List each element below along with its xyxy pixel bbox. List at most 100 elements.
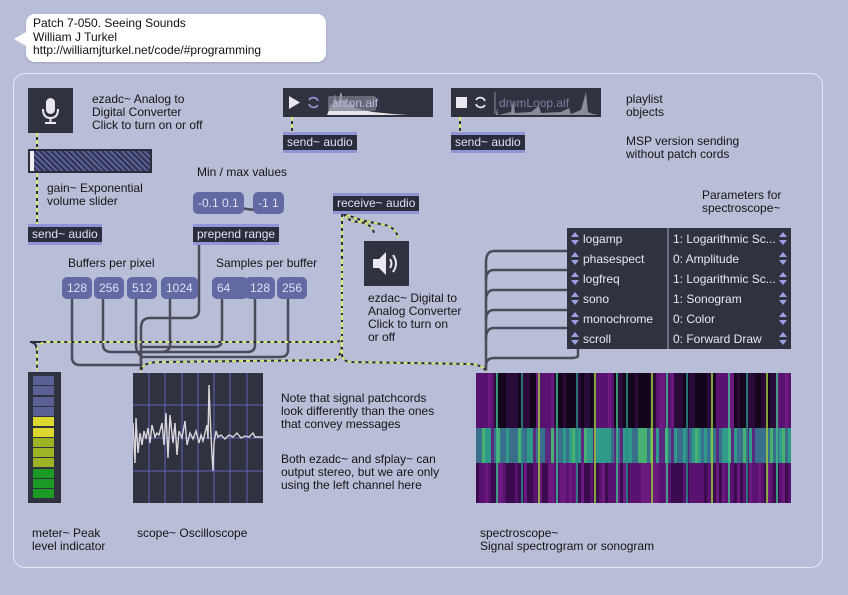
- buffers-title: Buffers per pixel: [68, 256, 155, 270]
- signal-note-3: that convey messages: [281, 417, 401, 431]
- playlist-comment-2: objects: [626, 105, 665, 119]
- value-stepper-arrows-icon[interactable]: [779, 252, 787, 266]
- send-audio-object-player2[interactable]: send~ audio: [451, 132, 525, 153]
- playlist-anton-graphics: anton.aif: [289, 92, 423, 115]
- gain-label-1: gain~ Exponential: [47, 181, 143, 195]
- value-stepper-arrows-icon[interactable]: [779, 232, 787, 246]
- receive-audio-object[interactable]: receive~ audio: [333, 193, 420, 214]
- url-link[interactable]: http://williamjturkel.net/code/#programm…: [33, 43, 262, 57]
- signal-note-1: Note that signal patchcords: [281, 391, 427, 405]
- onset-streak: [651, 373, 653, 503]
- spectroscope-label-2: Signal spectrogram or sonogram: [480, 539, 655, 553]
- ezdac-label-4: or off: [368, 330, 396, 344]
- onset-streak: [776, 373, 778, 503]
- ezadc-label-1: ezadc~ Analog to: [92, 92, 185, 106]
- spectroscope-display: [476, 373, 791, 503]
- buffers-message-128[interactable]: 128: [62, 277, 93, 299]
- meter-segment: [33, 386, 54, 396]
- msp-comment-1: MSP version sending: [626, 134, 740, 148]
- attrui-phasespect[interactable]: phasespect 0: Amplitude: [567, 249, 791, 269]
- attrui-sono[interactable]: sono 1: Sonogram: [567, 289, 791, 309]
- meter-segment: [33, 417, 54, 427]
- stepper-arrows-icon[interactable]: [571, 252, 579, 266]
- onset-streak: [616, 373, 618, 503]
- author: William J Turkel: [33, 29, 118, 44]
- params-title-1: Parameters for: [702, 188, 782, 202]
- playlist-anton[interactable]: anton.aif: [283, 88, 433, 117]
- onset-streak: [626, 373, 628, 503]
- ezadc-button[interactable]: [28, 88, 73, 133]
- scope-graphics: [132, 373, 263, 503]
- meter-segment: [33, 448, 54, 458]
- speaker-icon: [373, 252, 397, 275]
- params-title-2: spectroscope~: [702, 201, 781, 215]
- param-value[interactable]: 1: Logarithmic Sc...: [673, 272, 776, 286]
- minmax-message-2[interactable]: -1 1: [253, 192, 284, 214]
- gain-slider[interactable]: [28, 149, 152, 173]
- playlist-comment-1: playlist: [626, 92, 663, 106]
- param-value[interactable]: 1: Logarithmic Sc...: [673, 232, 776, 246]
- samples-message-128[interactable]: 128: [245, 277, 276, 299]
- ezadc-label-3: Click to turn on or off: [92, 118, 203, 132]
- meter-segment: [33, 396, 54, 406]
- prepend-range-object[interactable]: prepend range: [193, 224, 280, 245]
- send-audio-object[interactable]: send~ audio: [28, 224, 102, 245]
- onset-streak: [666, 373, 668, 503]
- meter-segment: [33, 427, 54, 437]
- attrui-logamp[interactable]: logamp 1: Logarithmic Sc...: [567, 229, 791, 249]
- stepper-arrows-icon[interactable]: [571, 232, 579, 246]
- meter-segment: [33, 406, 54, 416]
- meter-segment: [33, 437, 54, 447]
- value-stepper-arrows-icon[interactable]: [779, 332, 787, 346]
- ezdac-label-1: ezdac~ Digital to: [368, 291, 458, 305]
- value-stepper-arrows-icon[interactable]: [779, 312, 787, 326]
- scope-waveform: [132, 384, 263, 472]
- samples-message-256[interactable]: 256: [277, 277, 308, 299]
- stepper-arrows-icon[interactable]: [571, 272, 579, 286]
- waveform-thumbnail: [496, 92, 599, 115]
- param-value[interactable]: 0: Color: [673, 312, 716, 326]
- msp-comment-2: without patch cords: [626, 147, 730, 161]
- samples-message-64[interactable]: 64: [212, 277, 249, 299]
- param-value[interactable]: 1: Sonogram: [673, 292, 742, 306]
- microphone-icon: [42, 98, 59, 124]
- onset-streak: [538, 373, 540, 503]
- minmax-message-1[interactable]: -0.1 0.1: [193, 192, 244, 214]
- buffers-message-512[interactable]: 512: [127, 277, 158, 299]
- param-name: logamp: [583, 232, 623, 246]
- param-name: sono: [583, 292, 610, 306]
- ezdac-label-3: Click to turn on: [368, 317, 449, 331]
- meter-label-1: meter~ Peak: [32, 526, 101, 540]
- meter-segment: [33, 376, 54, 385]
- buffers-message-256[interactable]: 256: [94, 277, 125, 299]
- stepper-arrows-icon[interactable]: [571, 292, 579, 306]
- meter-segment: [33, 489, 54, 499]
- param-value[interactable]: 0: Forward Draw: [673, 332, 762, 346]
- ezdac-button[interactable]: [364, 241, 409, 286]
- spectrogram: [476, 373, 791, 503]
- onset-streak: [496, 373, 498, 503]
- gain-slider-handle[interactable]: [30, 151, 34, 171]
- param-value[interactable]: 0: Amplitude: [673, 252, 740, 266]
- playlist-drumloop[interactable]: drumLoop.aif: [451, 88, 601, 117]
- filename-drumloop: drumLoop.aif: [499, 96, 570, 110]
- stepper-arrows-icon[interactable]: [571, 332, 579, 346]
- onset-streak: [711, 373, 713, 503]
- param-name: phasespect: [583, 252, 645, 266]
- patch-title: Patch 7-050. Seeing Sounds: [33, 16, 186, 30]
- value-stepper-arrows-icon[interactable]: [779, 272, 787, 286]
- send-audio-object-player1[interactable]: send~ audio: [283, 132, 357, 153]
- spectroscope-parameters-panel: [567, 228, 791, 349]
- presentation-panel: [13, 73, 823, 568]
- loop-icon: [308, 96, 319, 109]
- buffers-message-1024[interactable]: 1024: [161, 277, 198, 299]
- filename-anton: anton.aif: [332, 96, 379, 110]
- stepper-arrows-icon[interactable]: [571, 312, 579, 326]
- value-stepper-arrows-icon[interactable]: [779, 292, 787, 306]
- onset-streak: [766, 373, 768, 503]
- meter-segment: [33, 458, 54, 468]
- onset-streak: [576, 373, 578, 503]
